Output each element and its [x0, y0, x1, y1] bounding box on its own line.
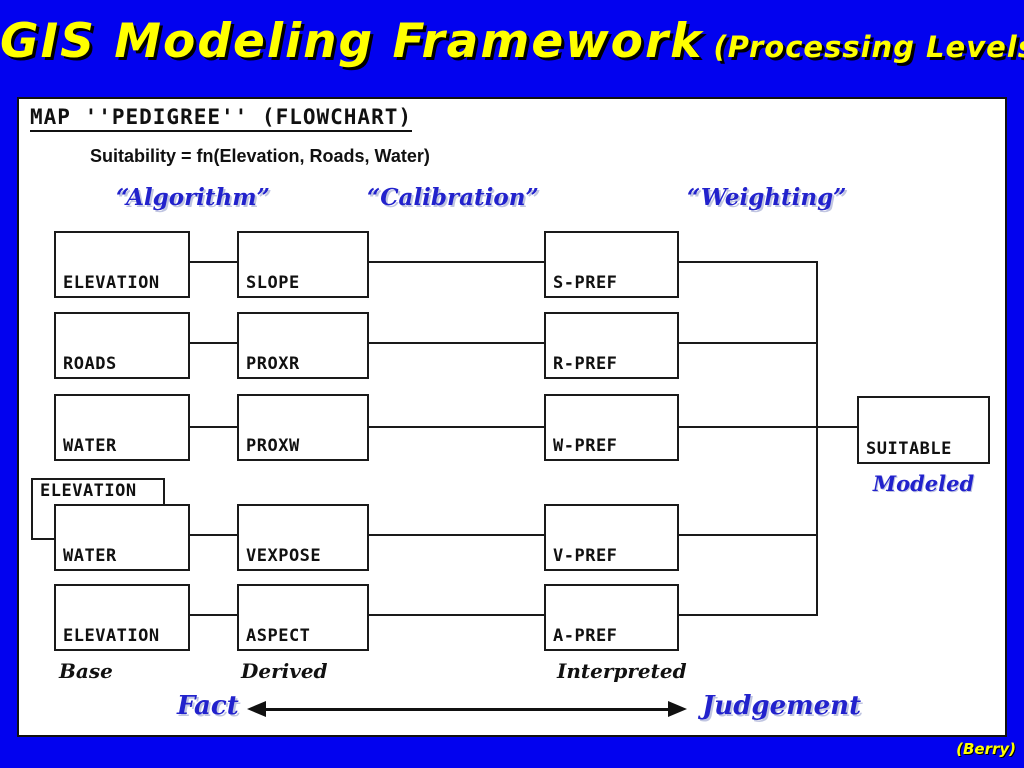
title-sub: (Processing Levels)	[713, 30, 1024, 64]
level-label-derived: Derived	[241, 659, 328, 683]
trunk-collector-line	[816, 261, 818, 616]
process-label-algorithm: “Algorithm”	[116, 184, 270, 211]
title-main: GIS Modeling Framework	[0, 14, 704, 69]
caption-modeled: Modeled	[872, 471, 975, 496]
arrow-right-icon	[668, 701, 687, 717]
level-label-base: Base	[59, 659, 113, 683]
flow-box-elevation-aspect: ELEVATION	[54, 584, 190, 651]
spectrum-arrow-line	[265, 708, 669, 711]
process-label-calibration: “Calibration”	[367, 184, 539, 211]
flow-box-label: PROXR	[246, 354, 300, 374]
connector-line	[190, 261, 237, 263]
flow-box-v-pref: V-PREF	[544, 504, 679, 571]
suitability-formula: Suitability = fn(Elevation, Roads, Water…	[90, 146, 430, 166]
flow-box-suitable: SUITABLE	[857, 396, 990, 464]
credit-text: (Berry)	[956, 740, 1016, 758]
flow-box-label: PROXW	[246, 436, 300, 456]
connector-line	[190, 534, 237, 536]
flow-box-label: WATER	[63, 546, 117, 566]
flow-box-r-pref: R-PREF	[544, 312, 679, 379]
flow-box-aspect: ASPECT	[237, 584, 369, 651]
flow-box-slope: SLOPE	[237, 231, 369, 298]
connector-line-to-suitable	[817, 426, 857, 428]
flow-box-label: W-PREF	[553, 436, 618, 456]
spectrum-label-fact: Fact	[177, 691, 239, 721]
flow-box-water-vexpose: WATER	[54, 504, 190, 571]
connector-line	[679, 426, 817, 428]
panel-heading: MAP ''PEDIGREE'' (FLOWCHART)	[30, 105, 413, 132]
flow-box-proxr: PROXR	[237, 312, 369, 379]
flow-box-vexpose: VEXPOSE	[237, 504, 369, 571]
flow-box-label: SUITABLE	[866, 439, 952, 459]
flowchart-panel: MAP ''PEDIGREE'' (FLOWCHART) Suitability…	[17, 97, 1007, 737]
connector-line	[190, 426, 237, 428]
connector-line	[369, 342, 544, 344]
flow-box-label: ASPECT	[246, 626, 311, 646]
process-label-weighting: “Weighting”	[687, 184, 847, 211]
flow-box-label: A-PREF	[553, 626, 618, 646]
connector-line	[369, 426, 544, 428]
connector-line	[679, 614, 817, 616]
connector-line	[679, 261, 817, 263]
flow-box-label: S-PREF	[553, 273, 618, 293]
flow-box-water: WATER	[54, 394, 190, 461]
flow-box-roads: ROADS	[54, 312, 190, 379]
flow-box-label: ELEVATION	[40, 481, 137, 501]
connector-line	[369, 534, 544, 536]
flow-box-label: VEXPOSE	[246, 546, 322, 566]
connector-line	[369, 261, 544, 263]
connector-line	[679, 342, 817, 344]
flow-box-a-pref: A-PREF	[544, 584, 679, 651]
flow-box-w-pref: W-PREF	[544, 394, 679, 461]
flow-box-proxw: PROXW	[237, 394, 369, 461]
connector-line	[190, 342, 237, 344]
slide-title: GIS Modeling Framework (Processing Levels…	[0, 14, 1024, 69]
spectrum-label-judgement: Judgement	[702, 691, 862, 721]
flow-box-label: ROADS	[63, 354, 117, 374]
arrow-left-icon	[247, 701, 266, 717]
connector-line	[369, 614, 544, 616]
flow-box-label: V-PREF	[553, 546, 618, 566]
connector-line	[679, 534, 817, 536]
flow-box-label: ELEVATION	[63, 626, 160, 646]
flow-box-label: SLOPE	[246, 273, 300, 293]
flow-box-label: ELEVATION	[63, 273, 160, 293]
connector-line	[190, 614, 237, 616]
flow-box-elevation-slope: ELEVATION	[54, 231, 190, 298]
flow-box-label: R-PREF	[553, 354, 618, 374]
flow-box-label: WATER	[63, 436, 117, 456]
level-label-interpreted: Interpreted	[557, 659, 687, 683]
flow-box-s-pref: S-PREF	[544, 231, 679, 298]
